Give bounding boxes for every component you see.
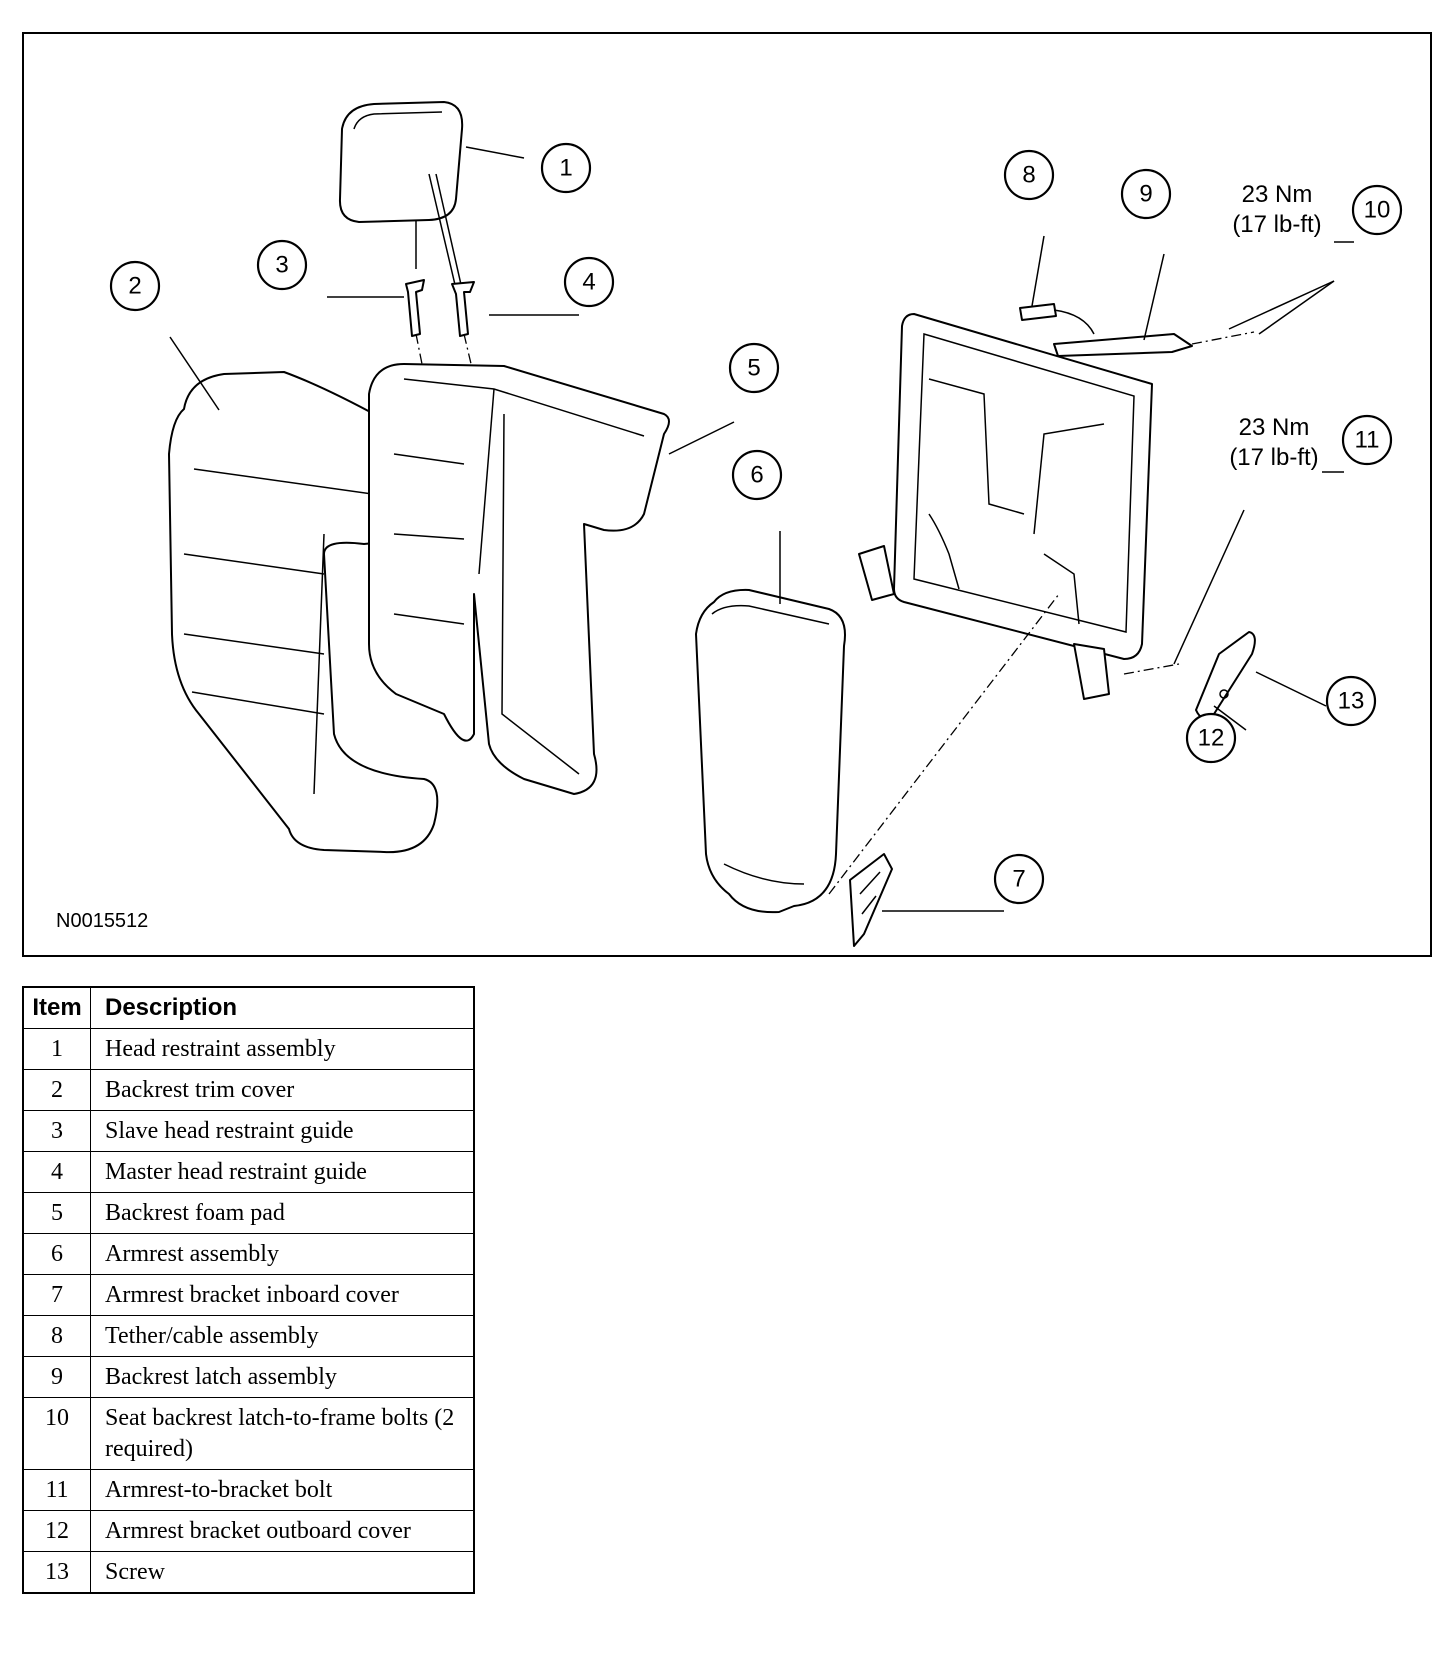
backrest-foam-pad	[368, 363, 670, 795]
callout-5: 5	[728, 342, 780, 394]
figure-id: N0015512	[56, 910, 149, 932]
svg-text:3: 3	[275, 252, 288, 279]
legend-header-row: Item Description	[22, 986, 475, 1029]
armrest-assembly	[695, 588, 846, 914]
svg-text:5: 5	[747, 355, 760, 382]
torque-upper-imperial: (17 lb-ft)	[1232, 211, 1322, 238]
callout-6: 6	[731, 449, 783, 501]
row-item: 12	[22, 1510, 91, 1552]
row-item: 8	[22, 1315, 91, 1357]
row-item: 4	[22, 1151, 91, 1193]
svg-text:1: 1	[559, 155, 572, 182]
row-item: 2	[22, 1069, 91, 1111]
backrest-frame	[858, 313, 1153, 700]
torque-spec-upper: 23 Nm (17 lb-ft)	[1207, 180, 1347, 240]
svg-text:13: 13	[1338, 688, 1365, 715]
svg-text:9: 9	[1139, 181, 1152, 208]
head-restraint-assembly	[338, 101, 464, 290]
callout-7: 7	[993, 853, 1045, 905]
armrest-bracket-outboard-cover	[1195, 631, 1256, 720]
row-description: Backrest foam pad	[90, 1192, 475, 1234]
torque-lower-metric: 23 Nm	[1238, 414, 1310, 441]
svg-text:7: 7	[1012, 866, 1025, 893]
svg-text:11: 11	[1355, 427, 1380, 454]
tether-and-latch	[1019, 303, 1255, 675]
callout-3: 3	[256, 239, 308, 291]
svg-text:4: 4	[582, 269, 595, 296]
svg-text:2: 2	[128, 273, 141, 300]
row-description: Backrest latch assembly	[90, 1356, 475, 1398]
svg-text:12: 12	[1198, 725, 1225, 752]
header-item: Item	[22, 986, 91, 1029]
callout-1: 1	[540, 142, 592, 194]
callout-leaders	[169, 146, 1354, 912]
torque-spec-lower: 23 Nm (17 lb-ft)	[1204, 413, 1344, 473]
header-description: Description	[90, 986, 475, 1029]
armrest-bracket-inboard-cover	[849, 853, 893, 947]
exploded-view-diagram: 1 2 3 4 5 6 7 8 9 10 11 12 13 23 Nm (17 …	[22, 32, 1432, 957]
row-item: 1	[22, 1028, 91, 1070]
row-item: 7	[22, 1274, 91, 1316]
row-description: Tether/cable assembly	[90, 1315, 475, 1357]
row-item: 9	[22, 1356, 91, 1398]
callout-10: 10	[1351, 184, 1403, 236]
row-item: 13	[22, 1551, 91, 1594]
torque-upper-metric: 23 Nm	[1241, 181, 1313, 208]
row-description: Head restraint assembly	[90, 1028, 475, 1070]
callout-9: 9	[1120, 168, 1172, 220]
svg-text:10: 10	[1364, 197, 1391, 224]
row-item: 6	[22, 1233, 91, 1275]
row-description: Slave head restraint guide	[90, 1110, 475, 1152]
torque-lower-imperial: (17 lb-ft)	[1229, 444, 1319, 471]
callout-4: 4	[563, 256, 615, 308]
row-item: 5	[22, 1192, 91, 1234]
head-restraint-guides	[405, 279, 481, 403]
row-item: 3	[22, 1110, 91, 1152]
row-description: Armrest bracket outboard cover	[90, 1510, 475, 1552]
row-description: Seat backrest latch-to-frame bolts (2 re…	[90, 1397, 475, 1470]
callout-13: 13	[1325, 675, 1377, 727]
row-item: 10	[22, 1397, 91, 1470]
callout-8: 8	[1003, 149, 1055, 201]
row-description: Screw	[90, 1551, 475, 1594]
row-description: Armrest bracket inboard cover	[90, 1274, 475, 1316]
row-description: Armrest-to-bracket bolt	[90, 1469, 475, 1511]
callout-2: 2	[109, 260, 161, 312]
callout-12: 12	[1185, 712, 1237, 764]
diagram-drawing: 1 2 3 4 5 6 7 8 9 10 11 12 13	[109, 101, 1403, 947]
row-description: Backrest trim cover	[90, 1069, 475, 1111]
svg-text:8: 8	[1022, 162, 1035, 189]
callout-11: 11	[1341, 414, 1393, 466]
svg-text:6: 6	[750, 462, 763, 489]
row-item: 11	[22, 1469, 91, 1511]
row-description: Master head restraint guide	[90, 1151, 475, 1193]
row-description: Armrest assembly	[90, 1233, 475, 1275]
